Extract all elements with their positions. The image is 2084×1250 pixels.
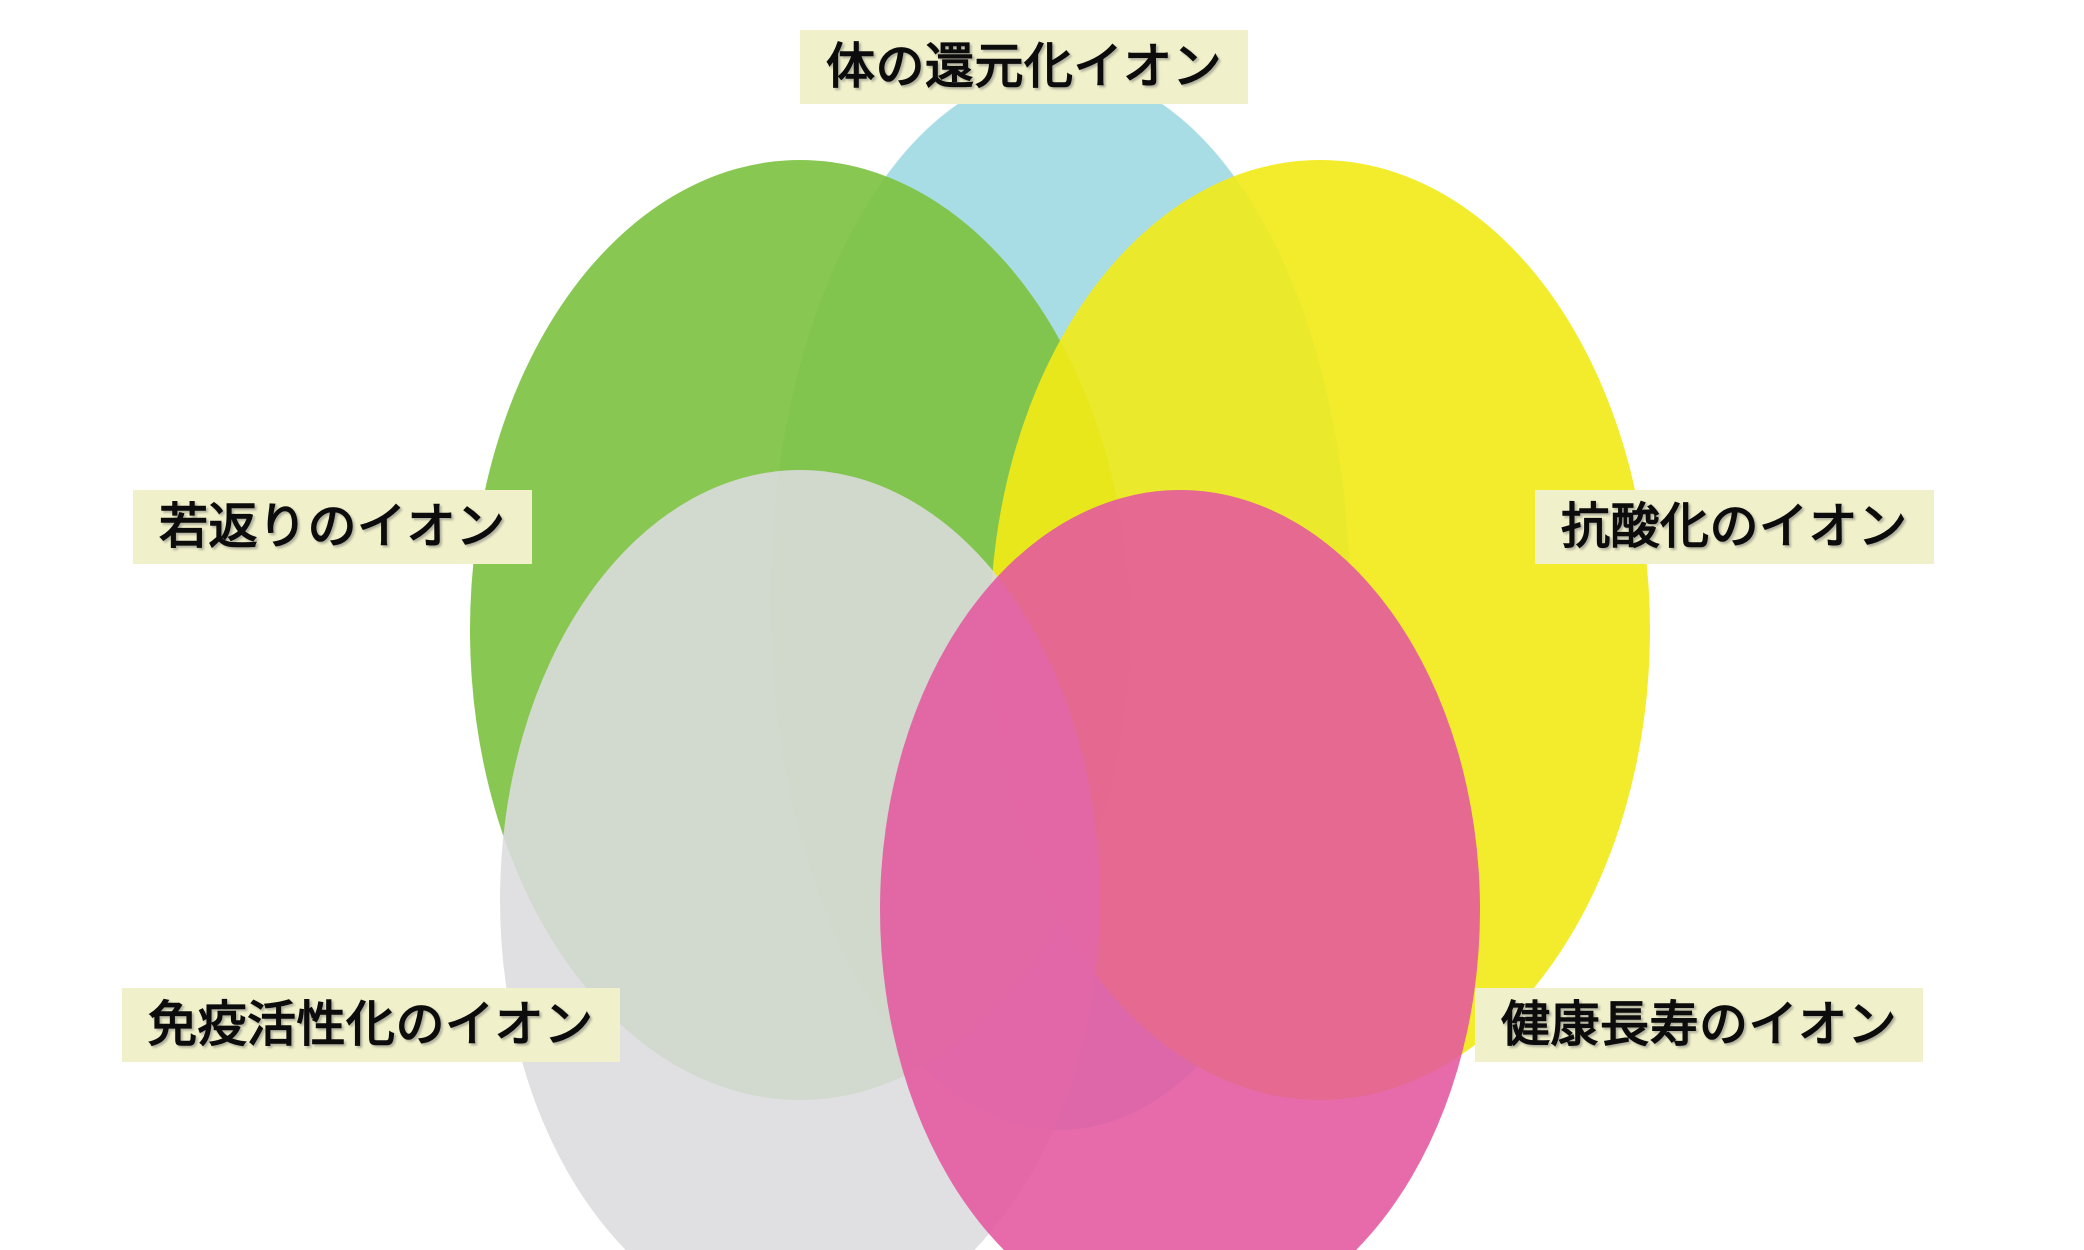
label-healthy-longevity-ion: 健康長寿のイオン [1475, 988, 1924, 1062]
circle-healthy-longevity-ion[interactable] [880, 490, 1480, 1250]
label-antioxidant-ion: 抗酸化のイオン [1535, 490, 1934, 564]
label-rejuvenation-ion: 若返りのイオン [133, 490, 532, 564]
label-body-reduction-ion: 体の還元化イオン [800, 30, 1249, 104]
label-immune-activation-ion: 免疫活性化のイオン [122, 988, 620, 1062]
